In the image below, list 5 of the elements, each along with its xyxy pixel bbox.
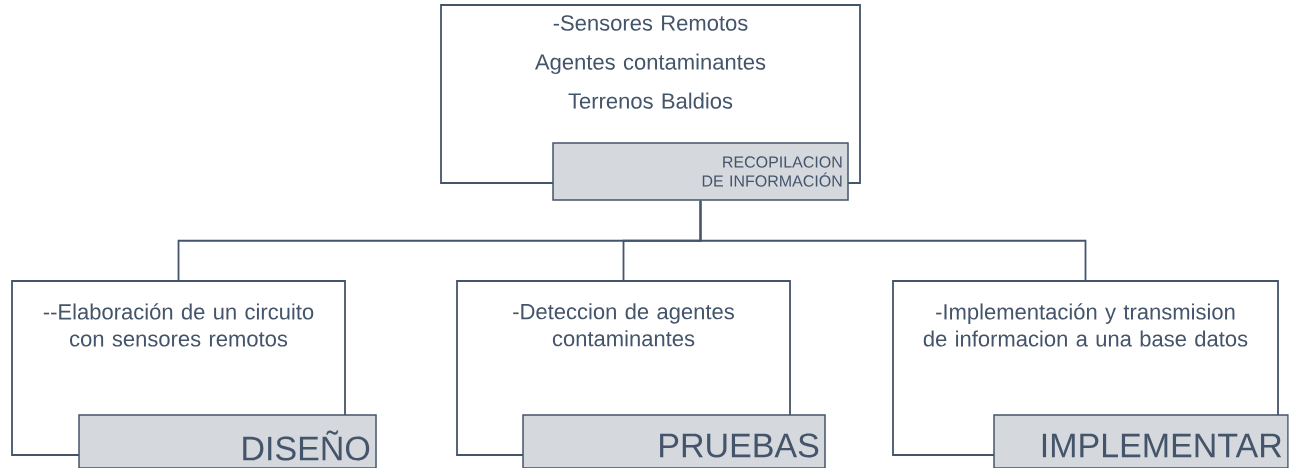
connector-line	[699, 199, 1087, 282]
stage-label: IMPLEMENTAR	[993, 414, 1289, 468]
stage-label: DISEÑO	[78, 414, 377, 468]
stage-label: PRUEBAS	[522, 414, 826, 468]
stage-label: RECOPILACION DE INFORMACIÓN	[552, 142, 849, 201]
